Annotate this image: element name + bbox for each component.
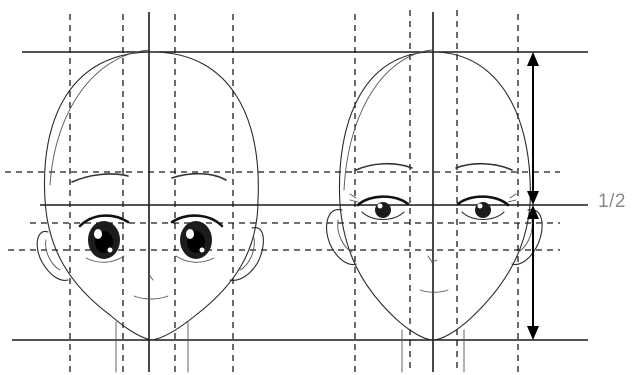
right-head-left-brow <box>356 164 412 170</box>
left-head-outline <box>44 52 258 340</box>
right-head-right-eye <box>458 194 516 220</box>
left-head-mouth <box>134 296 168 299</box>
lower-half-measurement-arrow <box>527 205 539 340</box>
right-head-outline <box>339 52 530 340</box>
ratio-label: 1/2 <box>598 191 626 213</box>
left-head-right-eye <box>172 216 222 263</box>
right-head-right-brow <box>456 164 512 170</box>
left-head-left-brow <box>72 174 128 182</box>
left-head-neck <box>116 322 188 372</box>
right-head-left-eye <box>350 194 408 220</box>
left-head-right-brow <box>172 174 226 180</box>
left-head <box>37 50 263 372</box>
upper-half-measurement-arrow <box>527 52 539 205</box>
right-head <box>327 50 543 372</box>
left-head-nose <box>150 276 153 280</box>
right-head-mouth <box>420 290 448 292</box>
